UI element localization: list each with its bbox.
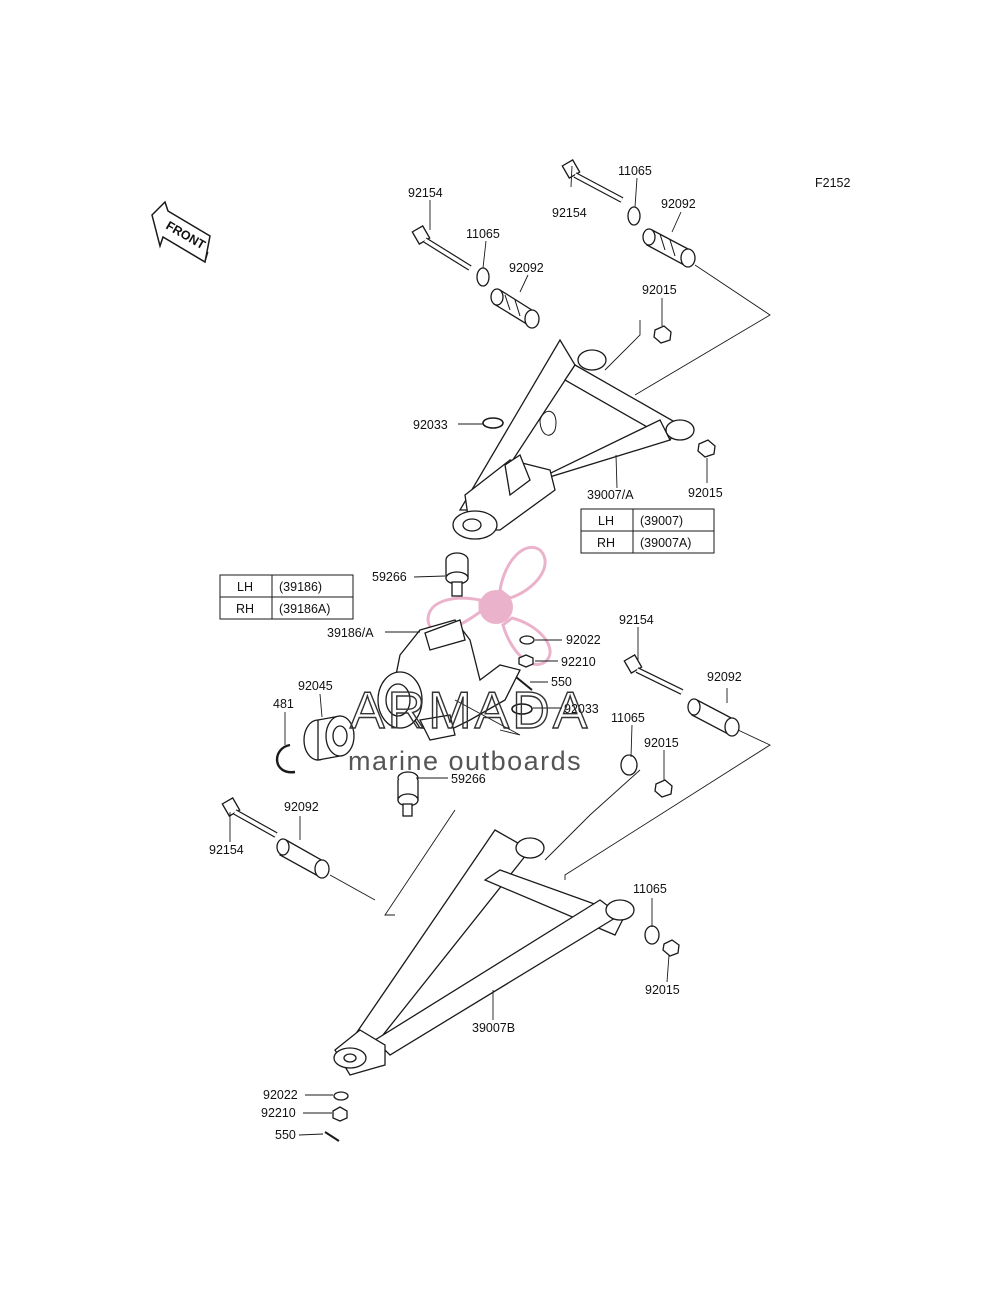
watermark-tagline: marine outboards (348, 746, 582, 776)
callout-lower-nut-bottom: 92210 (261, 1106, 296, 1120)
callout-knuckle-ring: 92033 (564, 702, 599, 716)
callout-upper-washer-left: 11065 (466, 227, 500, 241)
callout-upper-washer-right: 11065 (618, 164, 652, 178)
diagram-code: F2152 (815, 176, 850, 190)
bearing (303, 715, 355, 761)
callout-lower-bolt-left: 92154 (209, 843, 244, 857)
lower-pin-bottom (324, 1131, 340, 1142)
callout-bearing: 92045 (298, 679, 333, 693)
leader-lines (229, 165, 728, 1136)
circlip (275, 743, 296, 774)
lower-nut-right (662, 939, 680, 957)
callout-upper-nut-right: 92015 (688, 486, 723, 500)
lower-bolt-left (221, 797, 278, 838)
callout-lower-bushing-left: 92092 (284, 800, 319, 814)
knuckle-washer (519, 635, 535, 645)
callout-lower-bolt-right: 92154 (619, 613, 654, 627)
lower-washer-bottom (333, 1091, 349, 1101)
lower-washer-right (644, 925, 660, 945)
upper-table-part-lh: (39007) (640, 514, 683, 528)
upper-bushing-left (490, 288, 540, 329)
lower-bolt-right (623, 654, 684, 695)
callout-upper-bushing-left: 92092 (509, 261, 544, 275)
callout-knuckle-nut: 92210 (561, 655, 596, 669)
lower-balljoint (397, 771, 419, 817)
callout-upper-arm: 39007/A (587, 488, 634, 502)
assembly-lines (329, 264, 771, 916)
callout-lower-balljoint: 59266 (451, 772, 486, 786)
upper-arm-table: LH (39007) RH (39007A) (580, 508, 715, 554)
callout-upper-balljoint: 59266 (372, 570, 407, 584)
front-arrow-icon: FRONT (151, 200, 211, 264)
knuckle-table-part-lh: (39186) (279, 580, 322, 594)
upper-nut-top (653, 325, 672, 344)
upper-bolt-left (411, 225, 472, 271)
knuckle-table-side-lh: LH (237, 580, 253, 594)
upper-ring (482, 417, 504, 429)
upper-bolt-right (561, 159, 624, 203)
knuckle-ring (511, 703, 533, 715)
lower-bushing-left (276, 838, 330, 879)
watermark-brand: ARMADA (350, 682, 590, 740)
callout-knuckle-pin: 550 (551, 675, 572, 689)
upper-washer-left (476, 267, 490, 287)
callout-lower-bushing-right: 92092 (707, 670, 742, 684)
upper-table-side-rh: RH (597, 536, 615, 550)
callout-upper-nut-top: 92015 (642, 283, 677, 297)
upper-nut-right (697, 439, 716, 458)
upper-bushing-right (642, 228, 696, 268)
knuckle-table: LH (39186) RH (39186A) (219, 574, 354, 620)
callout-upper-bushing-right: 92092 (661, 197, 696, 211)
upper-balljoint (445, 552, 469, 597)
callout-upper-bolt-left: 92154 (408, 186, 443, 200)
watermark-logo (426, 546, 552, 666)
callout-lower-nut-mid: 92015 (644, 736, 679, 750)
lower-nut-bottom (332, 1106, 348, 1122)
callout-circlip: 481 (273, 697, 294, 711)
callout-knuckle-washer: 92022 (566, 633, 601, 647)
knuckle-pin (515, 676, 533, 691)
upper-washer-right (627, 206, 641, 226)
lower-washer-mid (620, 754, 638, 776)
callout-lower-washer-mid: 11065 (611, 711, 645, 725)
lower-nut-mid (654, 779, 673, 798)
callout-upper-ring: 92033 (413, 418, 448, 432)
knuckle (377, 619, 521, 741)
knuckle-nut (518, 654, 534, 668)
callout-lower-arm: 39007B (472, 1021, 515, 1035)
upper-arm (452, 338, 695, 540)
knuckle-table-side-rh: RH (236, 602, 254, 616)
upper-table-part-rh: (39007A) (640, 536, 691, 550)
callout-upper-bolt-right: 92154 (552, 206, 587, 220)
callout-labels: 92154 11065 92092 92154 11065 92092 9201… (209, 164, 742, 1142)
lower-arm (333, 829, 635, 1076)
lower-bushing-right (687, 698, 740, 737)
upper-table-side-lh: LH (598, 514, 614, 528)
callout-knuckle: 39186/A (327, 626, 374, 640)
callout-lower-nut-right: 92015 (645, 983, 680, 997)
knuckle-table-part-rh: (39186A) (279, 602, 330, 616)
callout-lower-washer-right: 11065 (633, 882, 667, 896)
callout-lower-pin-bottom: 550 (275, 1128, 296, 1142)
callout-lower-washer-bottom: 92022 (263, 1088, 298, 1102)
